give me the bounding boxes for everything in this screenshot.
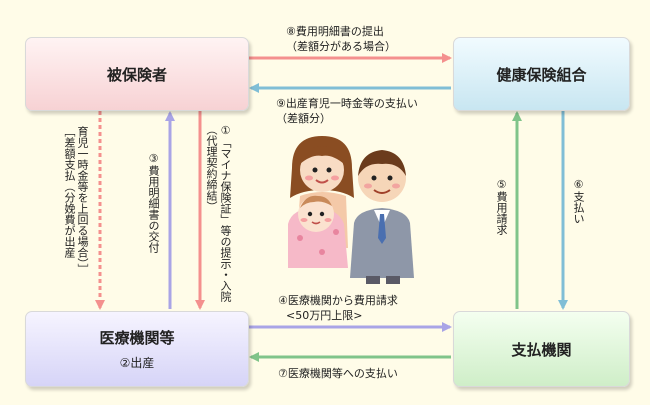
- label-3: ③費用明細書の交付: [147, 152, 160, 253]
- father-figure: [350, 150, 414, 284]
- payment-agency-label: 支払機関: [511, 340, 572, 359]
- childbirth-label: ②出産: [119, 356, 155, 370]
- label-8: ⑧費用明細書の提出 （差額分がある場合）: [286, 25, 396, 53]
- insured-box: 被保険者: [25, 37, 249, 111]
- baby-figure: [288, 195, 348, 268]
- label-1-col1: ①「マイナ保険証」等の提示・入院: [219, 124, 232, 302]
- medical-institution-box: 医療機関等 ②出産: [25, 311, 249, 387]
- label-9: ⑨出産育児一時金等の支払い （差額分）: [276, 97, 418, 125]
- medical-institution-label: 医療機関等: [99, 329, 175, 347]
- label-6: ⑥支払い: [572, 178, 585, 224]
- label-5: ⑤費用請求: [495, 178, 508, 235]
- insured-label: 被保険者: [106, 65, 167, 84]
- health-union-label: 健康保険組合: [496, 65, 587, 84]
- payment-agency-box: 支払機関: [453, 311, 630, 387]
- label-diff-payment-col1: ［差額支払（分娩費が出産: [63, 126, 76, 258]
- label-7: ⑦医療機関等への支払い: [278, 367, 398, 380]
- label-1-col2: （代理契約締結）: [205, 124, 218, 212]
- family-illustration: [288, 136, 414, 284]
- label-4: ④医療機関から費用請求 <50万円上限>: [278, 294, 398, 322]
- label-diff-payment-col2: 育児一時金等を上回る場合）］: [76, 126, 89, 275]
- health-union-box: 健康保険組合: [453, 37, 630, 111]
